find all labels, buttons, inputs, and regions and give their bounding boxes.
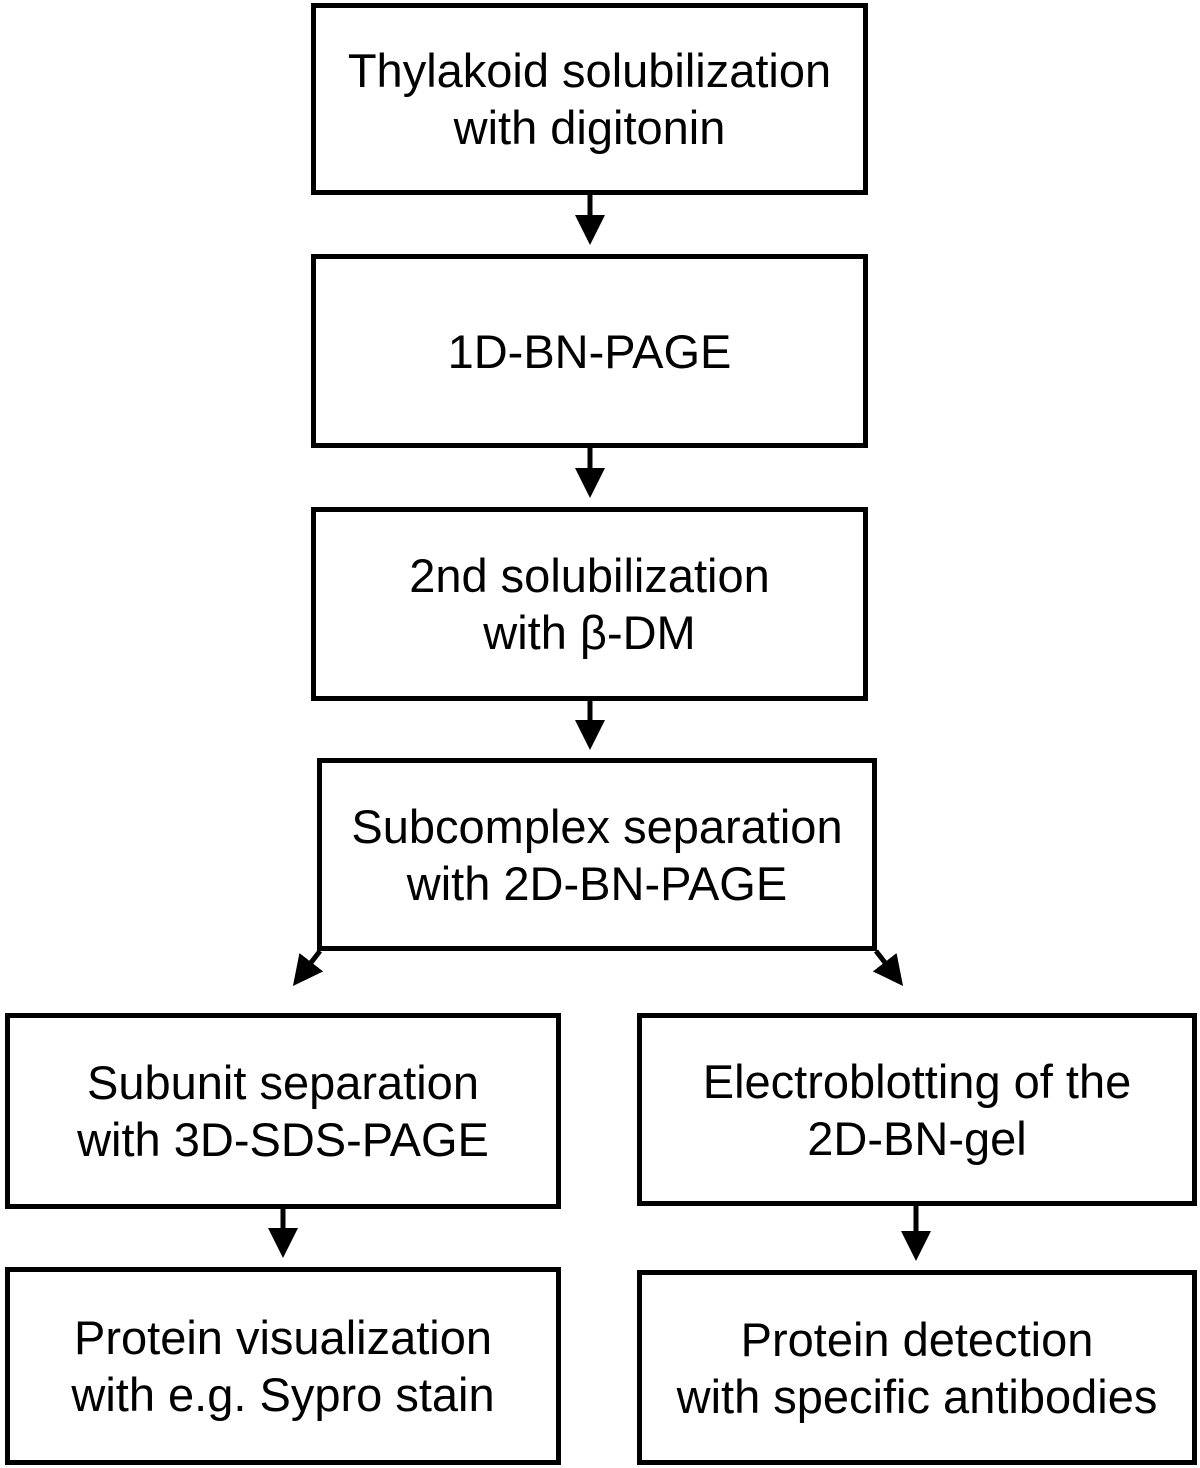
step-label-line: with β-DM xyxy=(483,606,696,659)
arrow-n4-n5 xyxy=(292,949,324,986)
step-label-line: with 3D-SDS-PAGE xyxy=(77,1113,489,1166)
step-label-line: Protein detection xyxy=(740,1312,1094,1366)
step-2nd-solubilization: 2nd solubilization with β-DM xyxy=(311,507,868,701)
step-label-line: with 2D-BN-PAGE xyxy=(406,856,788,910)
step-label-line: Electroblotting of the xyxy=(702,1054,1132,1108)
step-protein-visualization: Protein visualization with e.g. Sypro st… xyxy=(5,1267,561,1465)
step-subunit-separation: Subunit separation with 3D-SDS-PAGE xyxy=(5,1013,561,1209)
step-electroblotting: Electroblotting of the 2D-BN-gel xyxy=(637,1013,1197,1206)
step-label-line: 1D-BN-PAGE xyxy=(447,324,732,378)
step-label-line: 2D-BN-gel xyxy=(807,1111,1027,1165)
step-subcomplex-separation: Subcomplex separation with 2D-BN-PAGE xyxy=(317,758,877,951)
step-label-line: Thylakoid solubilization xyxy=(347,44,832,97)
step-thylakoid-solubilization: Thylakoid solubilization with digitonin xyxy=(311,3,868,195)
step-label-line: 2nd solubilization xyxy=(409,549,770,602)
step-1d-bn-page: 1D-BN-PAGE xyxy=(311,254,868,448)
step-label-line: with e.g. Sypro stain xyxy=(71,1368,495,1421)
arrow-n4-n6 xyxy=(872,949,904,986)
step-label-line: Protein visualization xyxy=(74,1311,492,1364)
step-label-line: with specific antibodies xyxy=(676,1369,1158,1423)
step-label-line: with digitonin xyxy=(453,101,726,154)
step-label-line: Subunit separation xyxy=(87,1056,479,1109)
step-protein-detection: Protein detection with specific antibodi… xyxy=(637,1270,1197,1465)
step-label-line: Subcomplex separation xyxy=(351,799,843,853)
